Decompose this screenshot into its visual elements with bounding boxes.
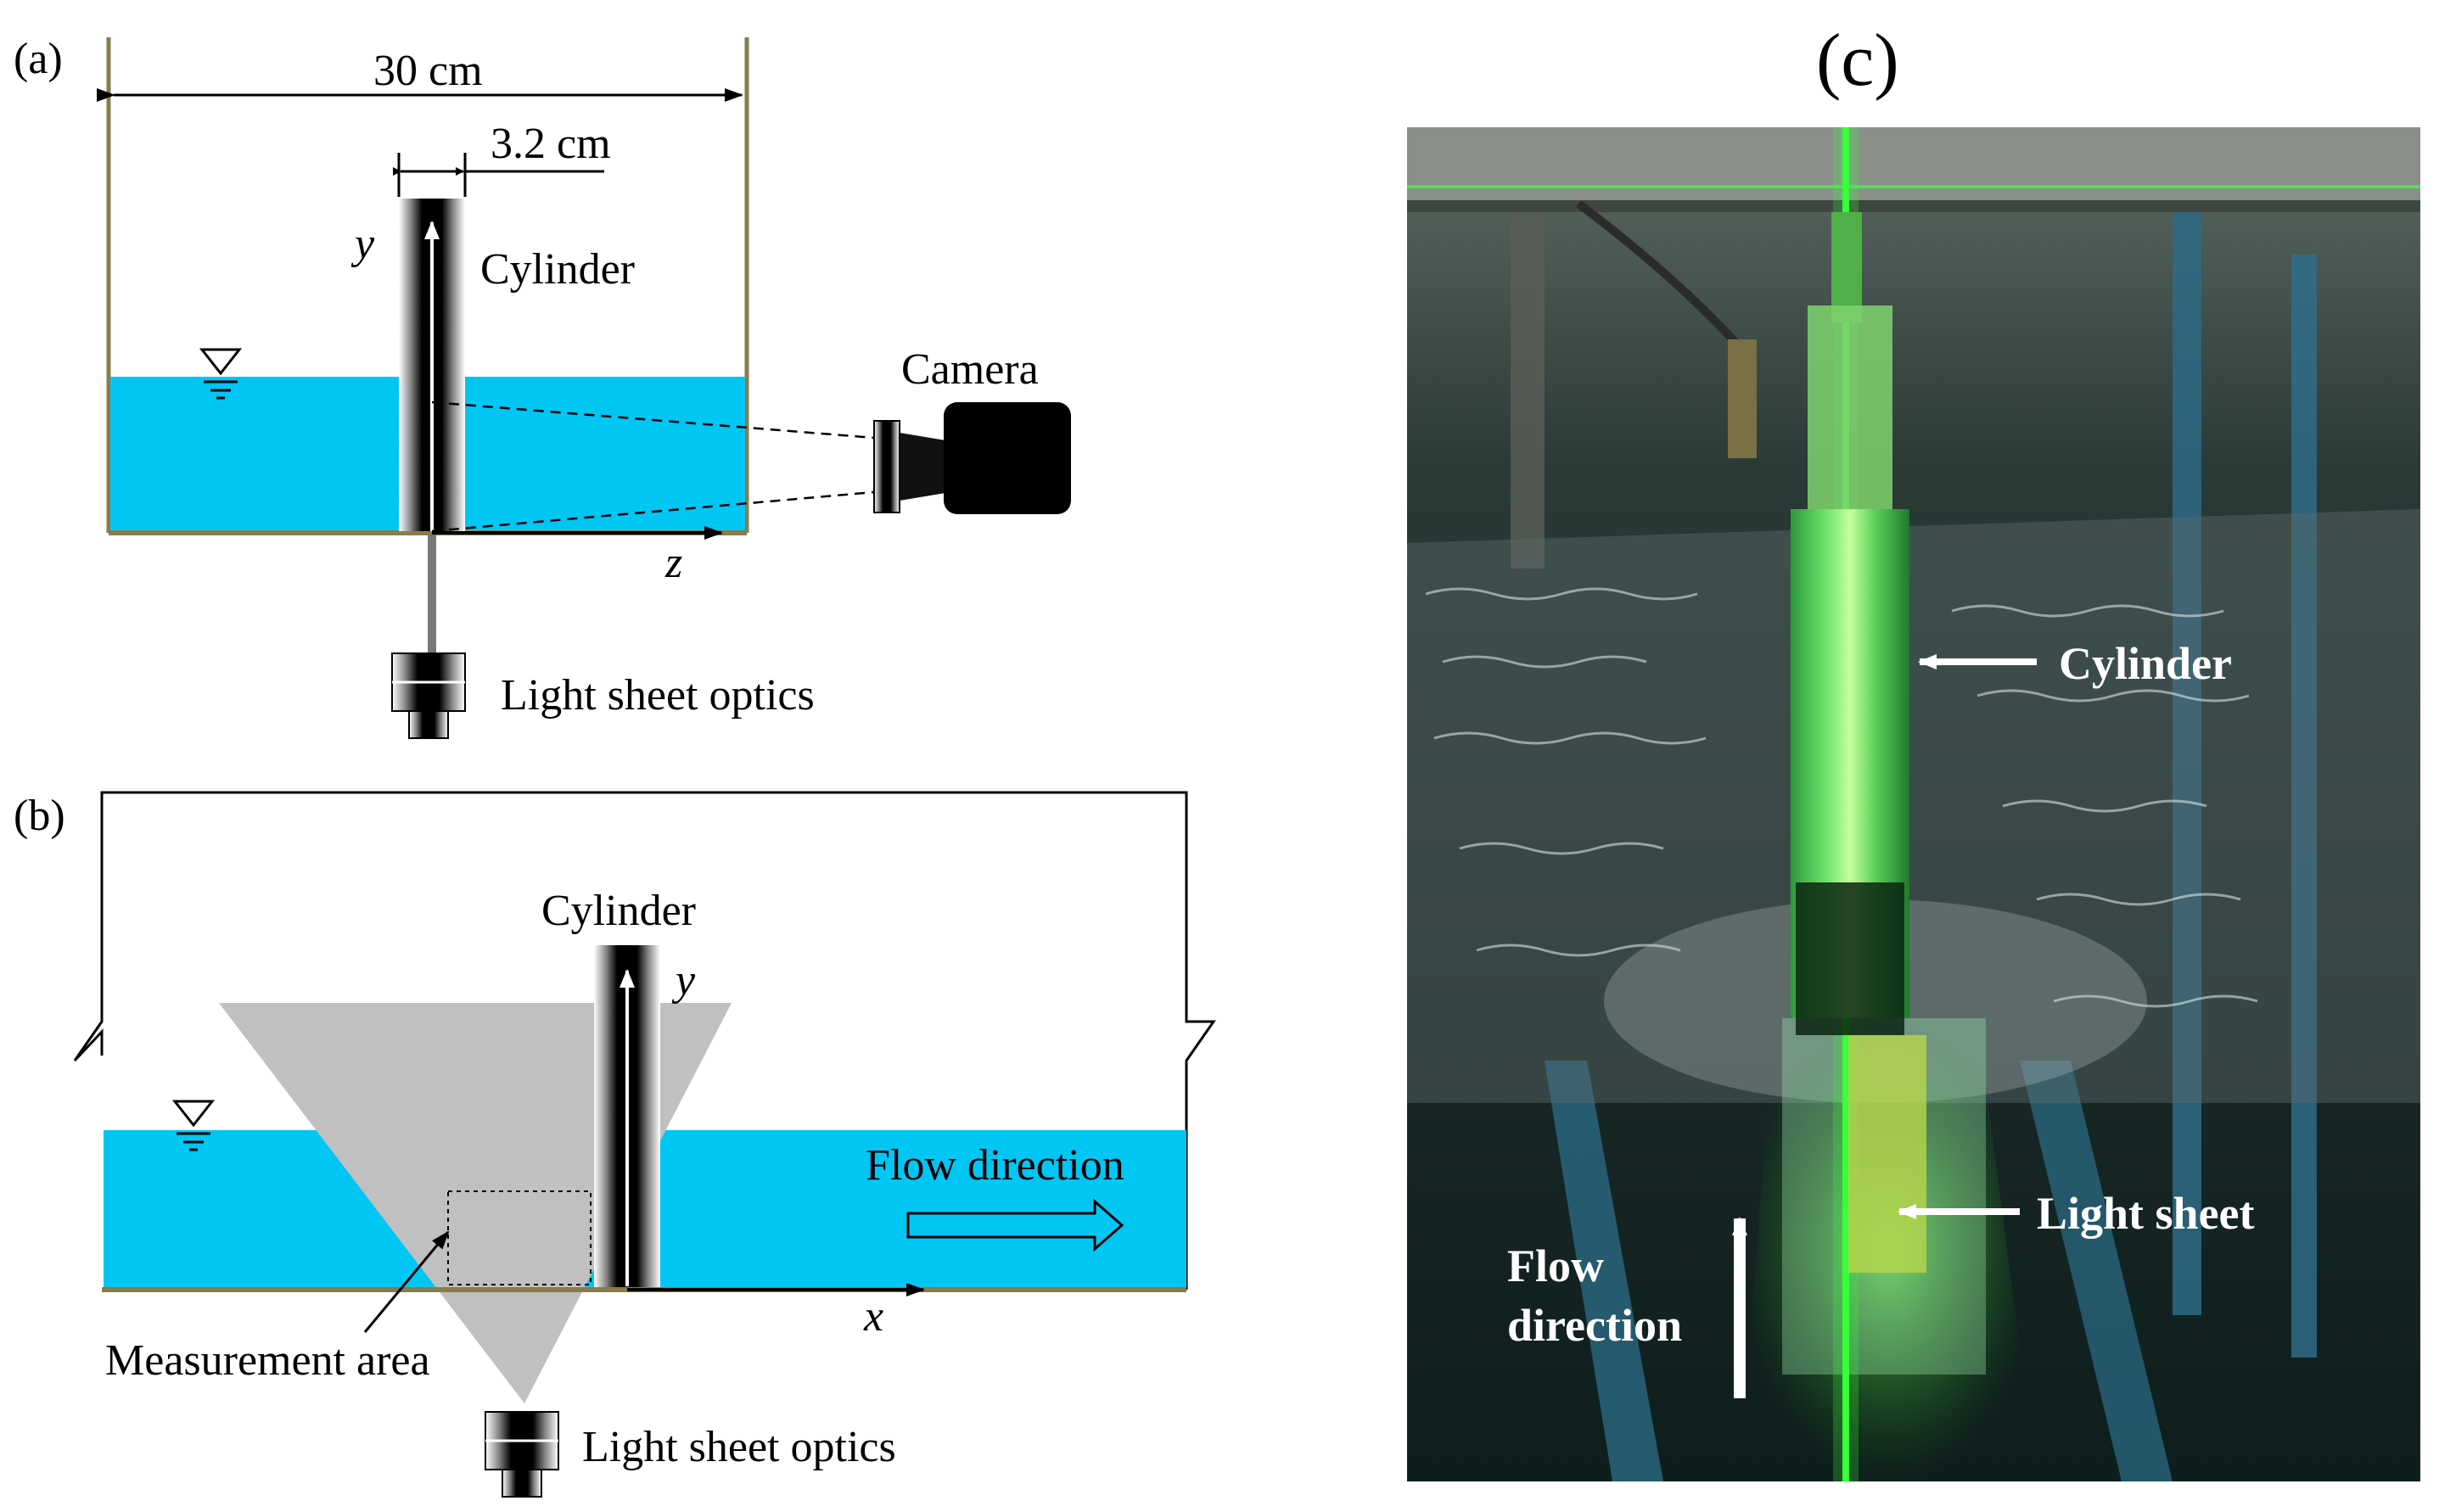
optics-label-b: Light sheet optics: [582, 1423, 896, 1471]
water-level-symbol: [199, 348, 243, 400]
water-level-symbol-b: [171, 1100, 216, 1151]
measurement-area-label: Measurement area: [105, 1336, 430, 1385]
panel-c-label: (c): [1816, 20, 1899, 102]
optics-label-a: Light sheet optics: [501, 671, 815, 720]
light-sheet-optics-icon-a: [391, 652, 466, 739]
camera-fov-bottom: [431, 490, 875, 533]
flow-direction-label-b: Flow direction: [866, 1141, 1124, 1190]
flow-label-c-line1: Flow: [1507, 1240, 1604, 1291]
cylinder-label-a: Cylinder: [480, 245, 635, 294]
light-sheet-label-c: Light sheet: [2037, 1188, 2255, 1239]
panel-a-label: (a): [14, 35, 63, 83]
measurement-area-pointer: [363, 1230, 450, 1333]
width-dimension-label: 30 cm: [373, 47, 483, 95]
cylinder-label-b: Cylinder: [541, 887, 696, 935]
y-axis-label-a: y: [350, 220, 375, 268]
panel-b-label: (b): [14, 792, 65, 840]
camera-label: Camera: [901, 345, 1039, 394]
light-sheet-optics-icon-b: [485, 1411, 559, 1498]
flow-label-c-line2: direction: [1507, 1300, 1682, 1351]
camera-fov-top: [431, 400, 875, 440]
cylinder-label-c: Cylinder: [2059, 638, 2232, 689]
y-axis-label-b: y: [671, 956, 696, 1005]
flume-frame: [73, 791, 1216, 1290]
diameter-dimension-label: 3.2 cm: [491, 120, 611, 168]
panel-c: (c): [1407, 20, 2420, 1481]
z-axis-label: z: [664, 539, 682, 587]
panel-b: (b) Cylinder y x Measurement area Flow d…: [14, 791, 1216, 1498]
camera-icon: [873, 402, 1071, 514]
x-axis-label: x: [863, 1292, 883, 1341]
experiment-photo: [1407, 127, 2420, 1481]
panel-a: (a) 30 cm 3.2 cm y Cylinder z: [14, 35, 1071, 739]
flow-direction-arrow-b: [906, 1198, 1124, 1252]
